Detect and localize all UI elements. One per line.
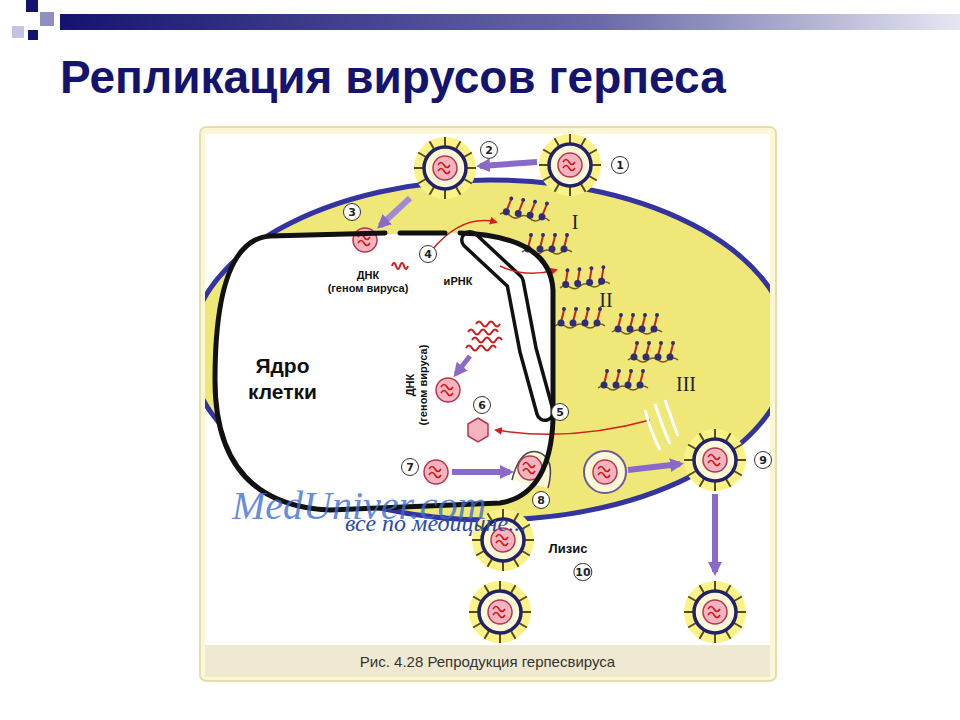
callout-number: 3 bbox=[343, 203, 361, 221]
part-label: иРНК bbox=[444, 275, 473, 288]
watermark: все по медицине... bbox=[345, 510, 526, 537]
callout-number: 8 bbox=[532, 491, 550, 509]
label-slot: все по медицине... bbox=[345, 510, 526, 537]
callout-number: 10 bbox=[573, 563, 592, 581]
nucleus-membrane bbox=[400, 231, 445, 236]
callout-number: 6 bbox=[473, 396, 491, 414]
label-slot: Лизис bbox=[549, 541, 588, 556]
label-slot: ДНК (геном вируса) bbox=[404, 345, 429, 426]
stage-number: I bbox=[572, 211, 579, 234]
label-slot: I bbox=[572, 211, 579, 234]
text-slot: Ядро клетки bbox=[248, 353, 317, 406]
callout-number: 5 bbox=[551, 403, 569, 421]
part-label: ДНК (геном вируса) bbox=[328, 269, 409, 294]
label-slot: II bbox=[599, 289, 612, 312]
callout-number: 4 bbox=[419, 245, 437, 263]
slide-title: Репликация вирусов герпеса bbox=[60, 50, 726, 104]
figure-caption: Рис. 4.28 Репродукция герпесвируса bbox=[360, 653, 615, 670]
cell-nucleus: Ядро клетки bbox=[213, 228, 558, 514]
label-slot: III bbox=[676, 373, 696, 396]
callout-number: 1 bbox=[611, 156, 629, 174]
label-slot: 1 bbox=[611, 156, 629, 174]
callout-number: 2 bbox=[480, 141, 498, 159]
stage-number: II bbox=[599, 289, 612, 312]
label-slot: 9 bbox=[754, 451, 772, 469]
callout-number: 9 bbox=[754, 451, 772, 469]
nucleus-membrane bbox=[215, 233, 553, 510]
title-slot: Репликация вирусов герпеса bbox=[60, 50, 726, 104]
label-slot: 7 bbox=[401, 458, 419, 476]
label-slot: 4 bbox=[419, 245, 437, 263]
label-slot: 3 bbox=[343, 203, 361, 221]
nucleus-label: Ядро клетки bbox=[248, 353, 317, 406]
caption-slot: Рис. 4.28 Репродукция герпесвируса bbox=[205, 645, 770, 677]
stage-number: III bbox=[676, 373, 696, 396]
label-slot: иРНК bbox=[444, 275, 473, 288]
callout-number: 7 bbox=[401, 458, 419, 476]
label-slot: 2 bbox=[480, 141, 498, 159]
label-slot: ДНК (геном вируса) bbox=[328, 269, 409, 294]
label-slot: 8 bbox=[532, 491, 550, 509]
part-label: ДНК (геном вируса) bbox=[404, 345, 429, 426]
label-slot: 6 bbox=[473, 396, 491, 414]
label-slot: 5 bbox=[551, 403, 569, 421]
label-slot: 10 bbox=[573, 563, 592, 581]
part-label: Лизис bbox=[549, 541, 588, 556]
